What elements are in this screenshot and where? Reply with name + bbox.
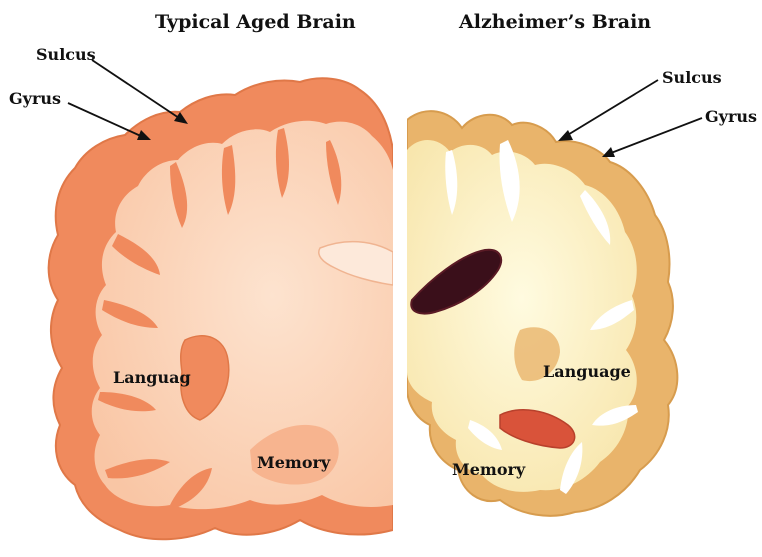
alzheimer-brain-hemisphere <box>407 111 677 516</box>
sulcus-arrow-right <box>558 80 658 141</box>
typical-brain-title: Typical Aged Brain <box>155 11 356 33</box>
gyrus-label-right: Gyrus <box>705 107 757 126</box>
language-label-right: Language <box>543 362 631 381</box>
sulcus-label-right: Sulcus <box>662 68 722 87</box>
typical-brain-hemisphere <box>49 78 393 539</box>
language-label-left: Languag <box>113 368 191 387</box>
sulcus-arrow-left <box>92 60 188 124</box>
alzheimer-brain-title: Alzheimer’s Brain <box>459 11 651 33</box>
gyrus-arrow-right <box>602 118 702 157</box>
gyrus-label-left: Gyrus <box>9 89 61 108</box>
sulcus-label-left: Sulcus <box>36 45 96 64</box>
memory-label-left: Memory <box>257 453 330 472</box>
memory-label-right: Memory <box>452 460 525 479</box>
gyrus-arrow-left <box>68 103 151 140</box>
